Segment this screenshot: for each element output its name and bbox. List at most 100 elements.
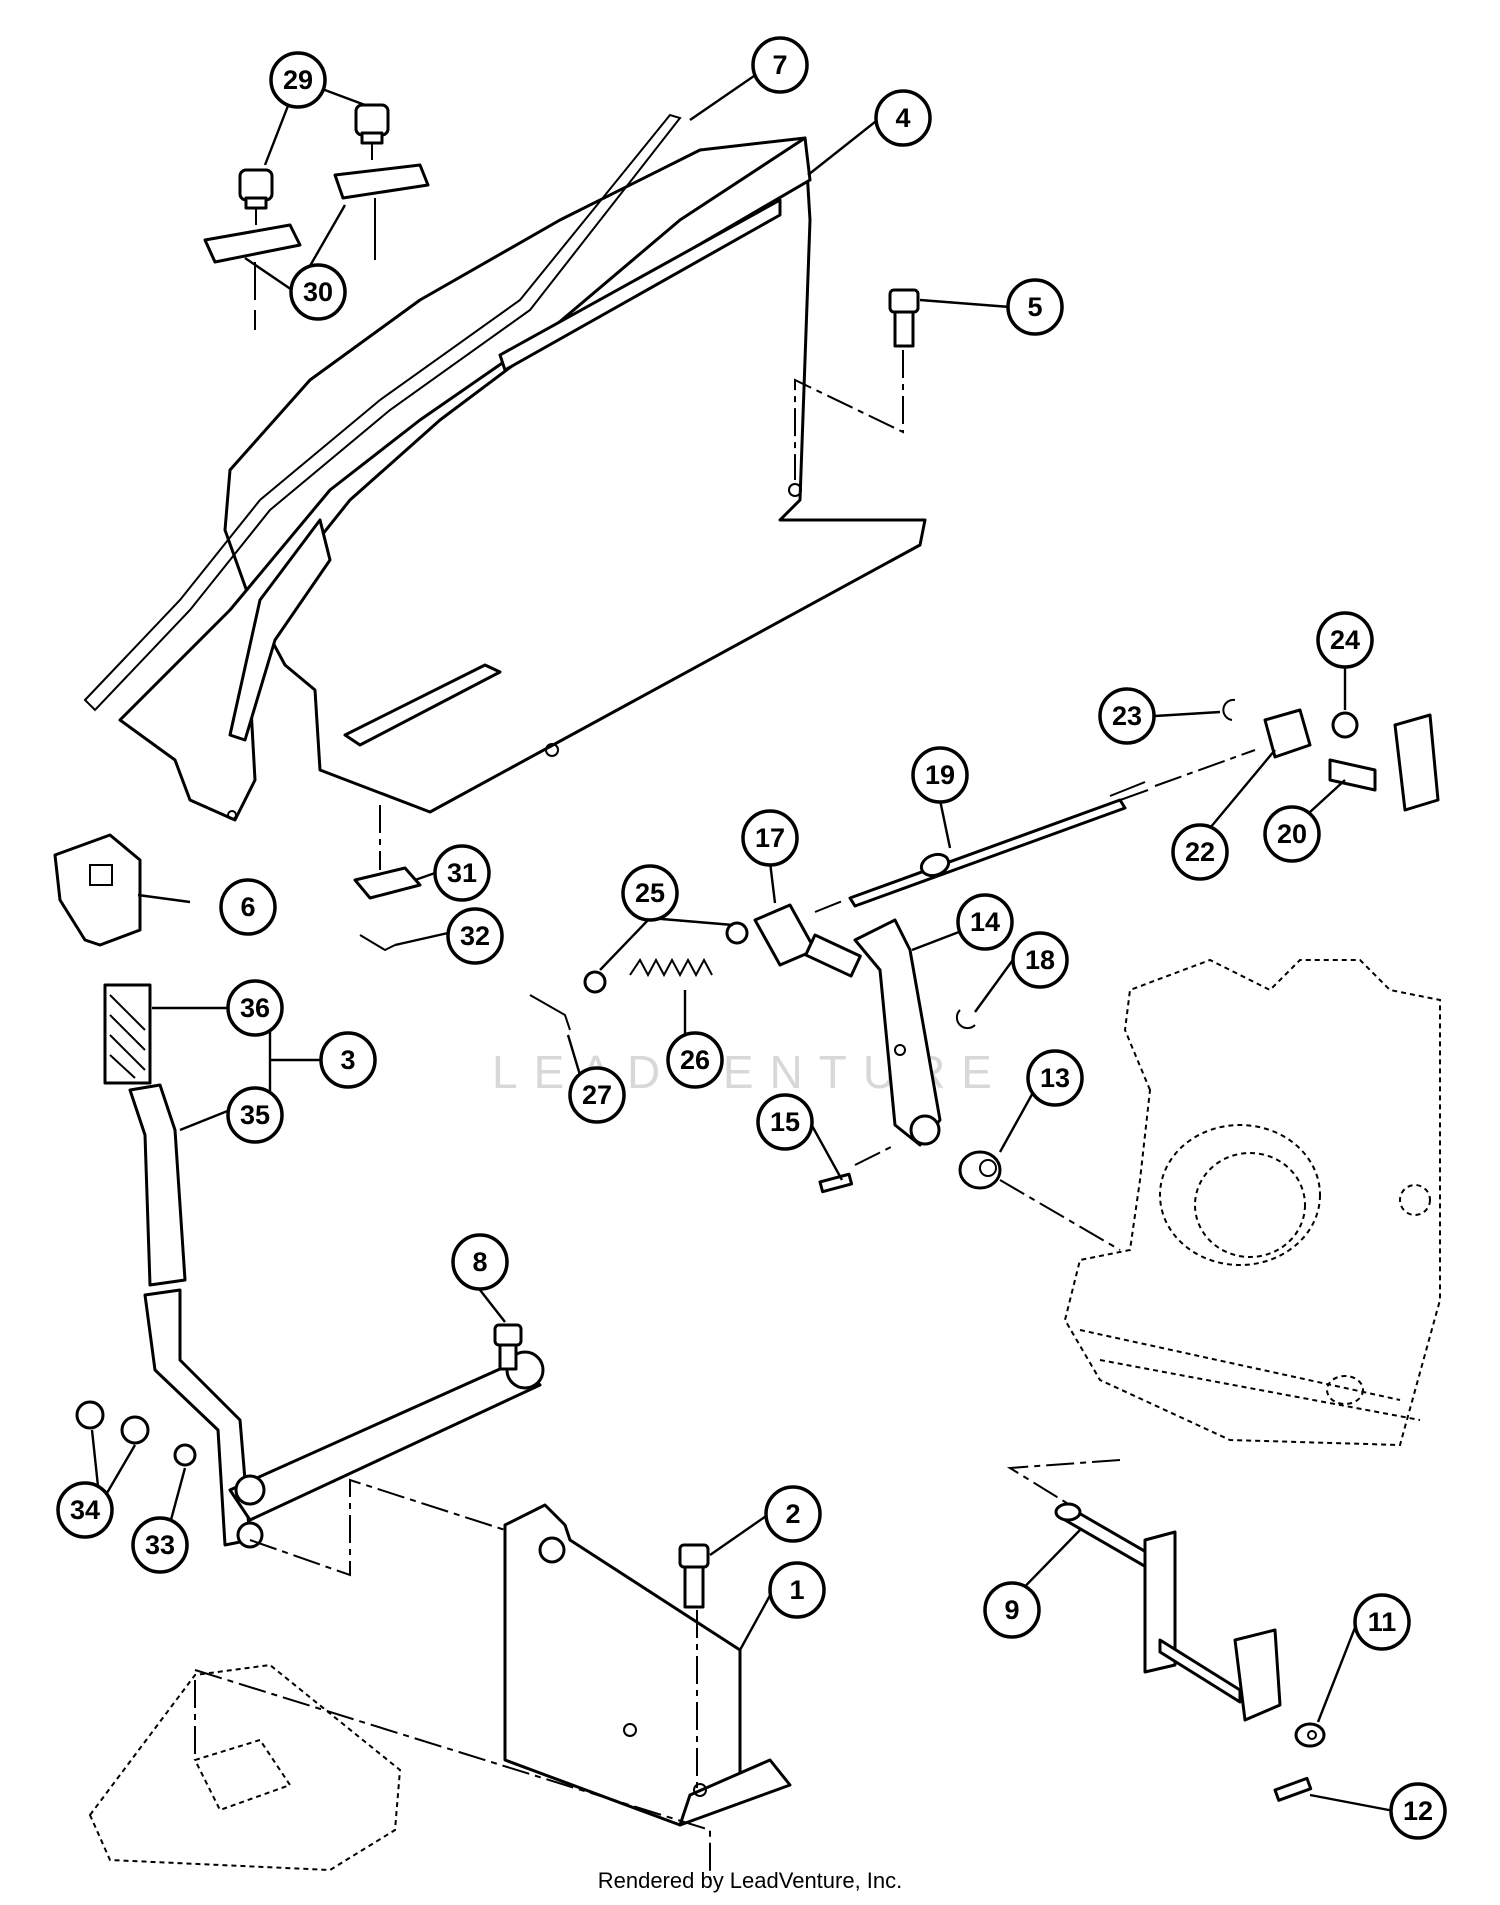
grip-part-36 xyxy=(103,983,152,1085)
callout-15: 15 xyxy=(756,1093,814,1151)
svg-text:6: 6 xyxy=(240,892,255,922)
callout-22: 22 xyxy=(1171,823,1229,881)
callout-17: 17 xyxy=(741,809,799,867)
assembly-line-bracket xyxy=(194,1669,711,1880)
svg-text:3: 3 xyxy=(340,1045,355,1075)
plate-part-31 xyxy=(353,805,422,900)
svg-text:33: 33 xyxy=(145,1530,175,1560)
svg-text:35: 35 xyxy=(240,1100,270,1130)
svg-text:11: 11 xyxy=(1368,1607,1397,1637)
callout-2: 2 xyxy=(764,1485,822,1543)
knob-part-29-a xyxy=(238,168,274,225)
svg-text:34: 34 xyxy=(70,1495,100,1525)
washer-part-33 xyxy=(173,1443,197,1467)
shield-part-4 xyxy=(83,113,927,822)
callout-34: 34 xyxy=(56,1481,114,1539)
washer-part-25-b xyxy=(725,921,749,945)
callout-4: 4 xyxy=(874,89,932,147)
nuts-part-34 xyxy=(75,1400,150,1445)
callout-31: 31 xyxy=(433,844,491,902)
callout-7: 7 xyxy=(751,36,809,94)
callout-11: 11 xyxy=(1353,1593,1411,1651)
footer-credit: Rendered by LeadVenture, Inc. xyxy=(597,1868,903,1893)
callout-3: 3 xyxy=(319,1031,377,1089)
callout-5: 5 xyxy=(1006,278,1064,336)
assembly-line-lever xyxy=(249,1478,506,1577)
assembly-line-17 xyxy=(814,899,846,913)
washer-part-25-a xyxy=(583,970,607,994)
spring-part-26 xyxy=(629,957,713,978)
svg-text:4: 4 xyxy=(895,103,910,133)
block-part-22 xyxy=(1263,708,1312,759)
svg-text:14: 14 xyxy=(970,907,1000,937)
assembly-line-5 xyxy=(794,350,904,480)
pin-part-27 xyxy=(529,994,571,1031)
svg-text:9: 9 xyxy=(1004,1595,1019,1625)
shift-lever xyxy=(143,1288,545,1549)
callout-13: 13 xyxy=(1026,1049,1084,1107)
svg-text:22: 22 xyxy=(1185,837,1215,867)
clip-part-30-a xyxy=(203,223,302,330)
svg-text:15: 15 xyxy=(770,1107,800,1137)
callout-24: 24 xyxy=(1316,611,1374,669)
svg-text:8: 8 xyxy=(472,1247,487,1277)
lever-knob-part-6 xyxy=(53,833,142,947)
callout-27: 27 xyxy=(568,1066,626,1124)
callout-36: 36 xyxy=(226,979,284,1037)
svg-text:24: 24 xyxy=(1330,625,1360,655)
callout-9: 9 xyxy=(983,1581,1041,1639)
svg-text:13: 13 xyxy=(1040,1063,1070,1093)
svg-text:5: 5 xyxy=(1027,292,1042,322)
assembly-line-9 xyxy=(1006,1459,1121,1506)
transmission-outline xyxy=(1063,958,1441,1447)
callout-35: 35 xyxy=(226,1086,284,1144)
nut-part-24 xyxy=(1331,711,1359,739)
svg-text:32: 32 xyxy=(460,921,490,951)
washer-part-11 xyxy=(1294,1722,1326,1748)
svg-text:30: 30 xyxy=(303,277,333,307)
svg-text:17: 17 xyxy=(755,823,785,853)
callout-29: 29 xyxy=(269,51,327,109)
handle-part-35 xyxy=(128,1083,187,1287)
svg-text:12: 12 xyxy=(1403,1796,1433,1826)
callout-23: 23 xyxy=(1098,687,1156,745)
connector-part-17 xyxy=(753,903,862,978)
svg-text:7: 7 xyxy=(772,50,787,80)
svg-text:18: 18 xyxy=(1025,945,1055,975)
bolt-part-8 xyxy=(493,1323,523,1371)
callout-20: 20 xyxy=(1263,805,1321,863)
svg-text:26: 26 xyxy=(680,1045,710,1075)
svg-text:36: 36 xyxy=(240,993,270,1023)
svg-text:19: 19 xyxy=(925,760,955,790)
clip-part-18 xyxy=(955,1009,976,1030)
callout-19: 19 xyxy=(911,746,969,804)
svg-text:27: 27 xyxy=(582,1080,612,1110)
callout-26: 26 xyxy=(666,1031,724,1089)
callout-14: 14 xyxy=(956,893,1014,951)
pin-part-15 xyxy=(818,1172,854,1194)
assembly-line-19 xyxy=(1154,749,1256,787)
assembly-line-15 xyxy=(854,1144,896,1166)
pin-part-12 xyxy=(1273,1776,1313,1802)
bolt-part-2 xyxy=(678,1543,710,1609)
svg-text:29: 29 xyxy=(283,65,313,95)
bolt-part-5 xyxy=(888,288,920,348)
svg-text:25: 25 xyxy=(635,878,665,908)
callout-6: 6 xyxy=(219,878,277,936)
svg-text:31: 31 xyxy=(447,858,477,888)
callout-18: 18 xyxy=(1011,931,1069,989)
callout-30: 30 xyxy=(289,263,347,321)
svg-text:1: 1 xyxy=(789,1575,804,1605)
callout-1: 1 xyxy=(768,1561,826,1619)
arm-part-14 xyxy=(853,918,942,1147)
svg-text:2: 2 xyxy=(785,1499,800,1529)
knob-part-29-b xyxy=(354,103,390,160)
rod-part-19 xyxy=(848,781,1149,908)
bracket-part-1 xyxy=(503,1503,792,1827)
clip-part-30-b xyxy=(333,163,430,260)
assembly-line-13 xyxy=(999,1179,1121,1251)
callout-12: 12 xyxy=(1389,1782,1447,1840)
bushing-part-13 xyxy=(958,1150,1002,1190)
pin-part-32 xyxy=(359,934,396,952)
